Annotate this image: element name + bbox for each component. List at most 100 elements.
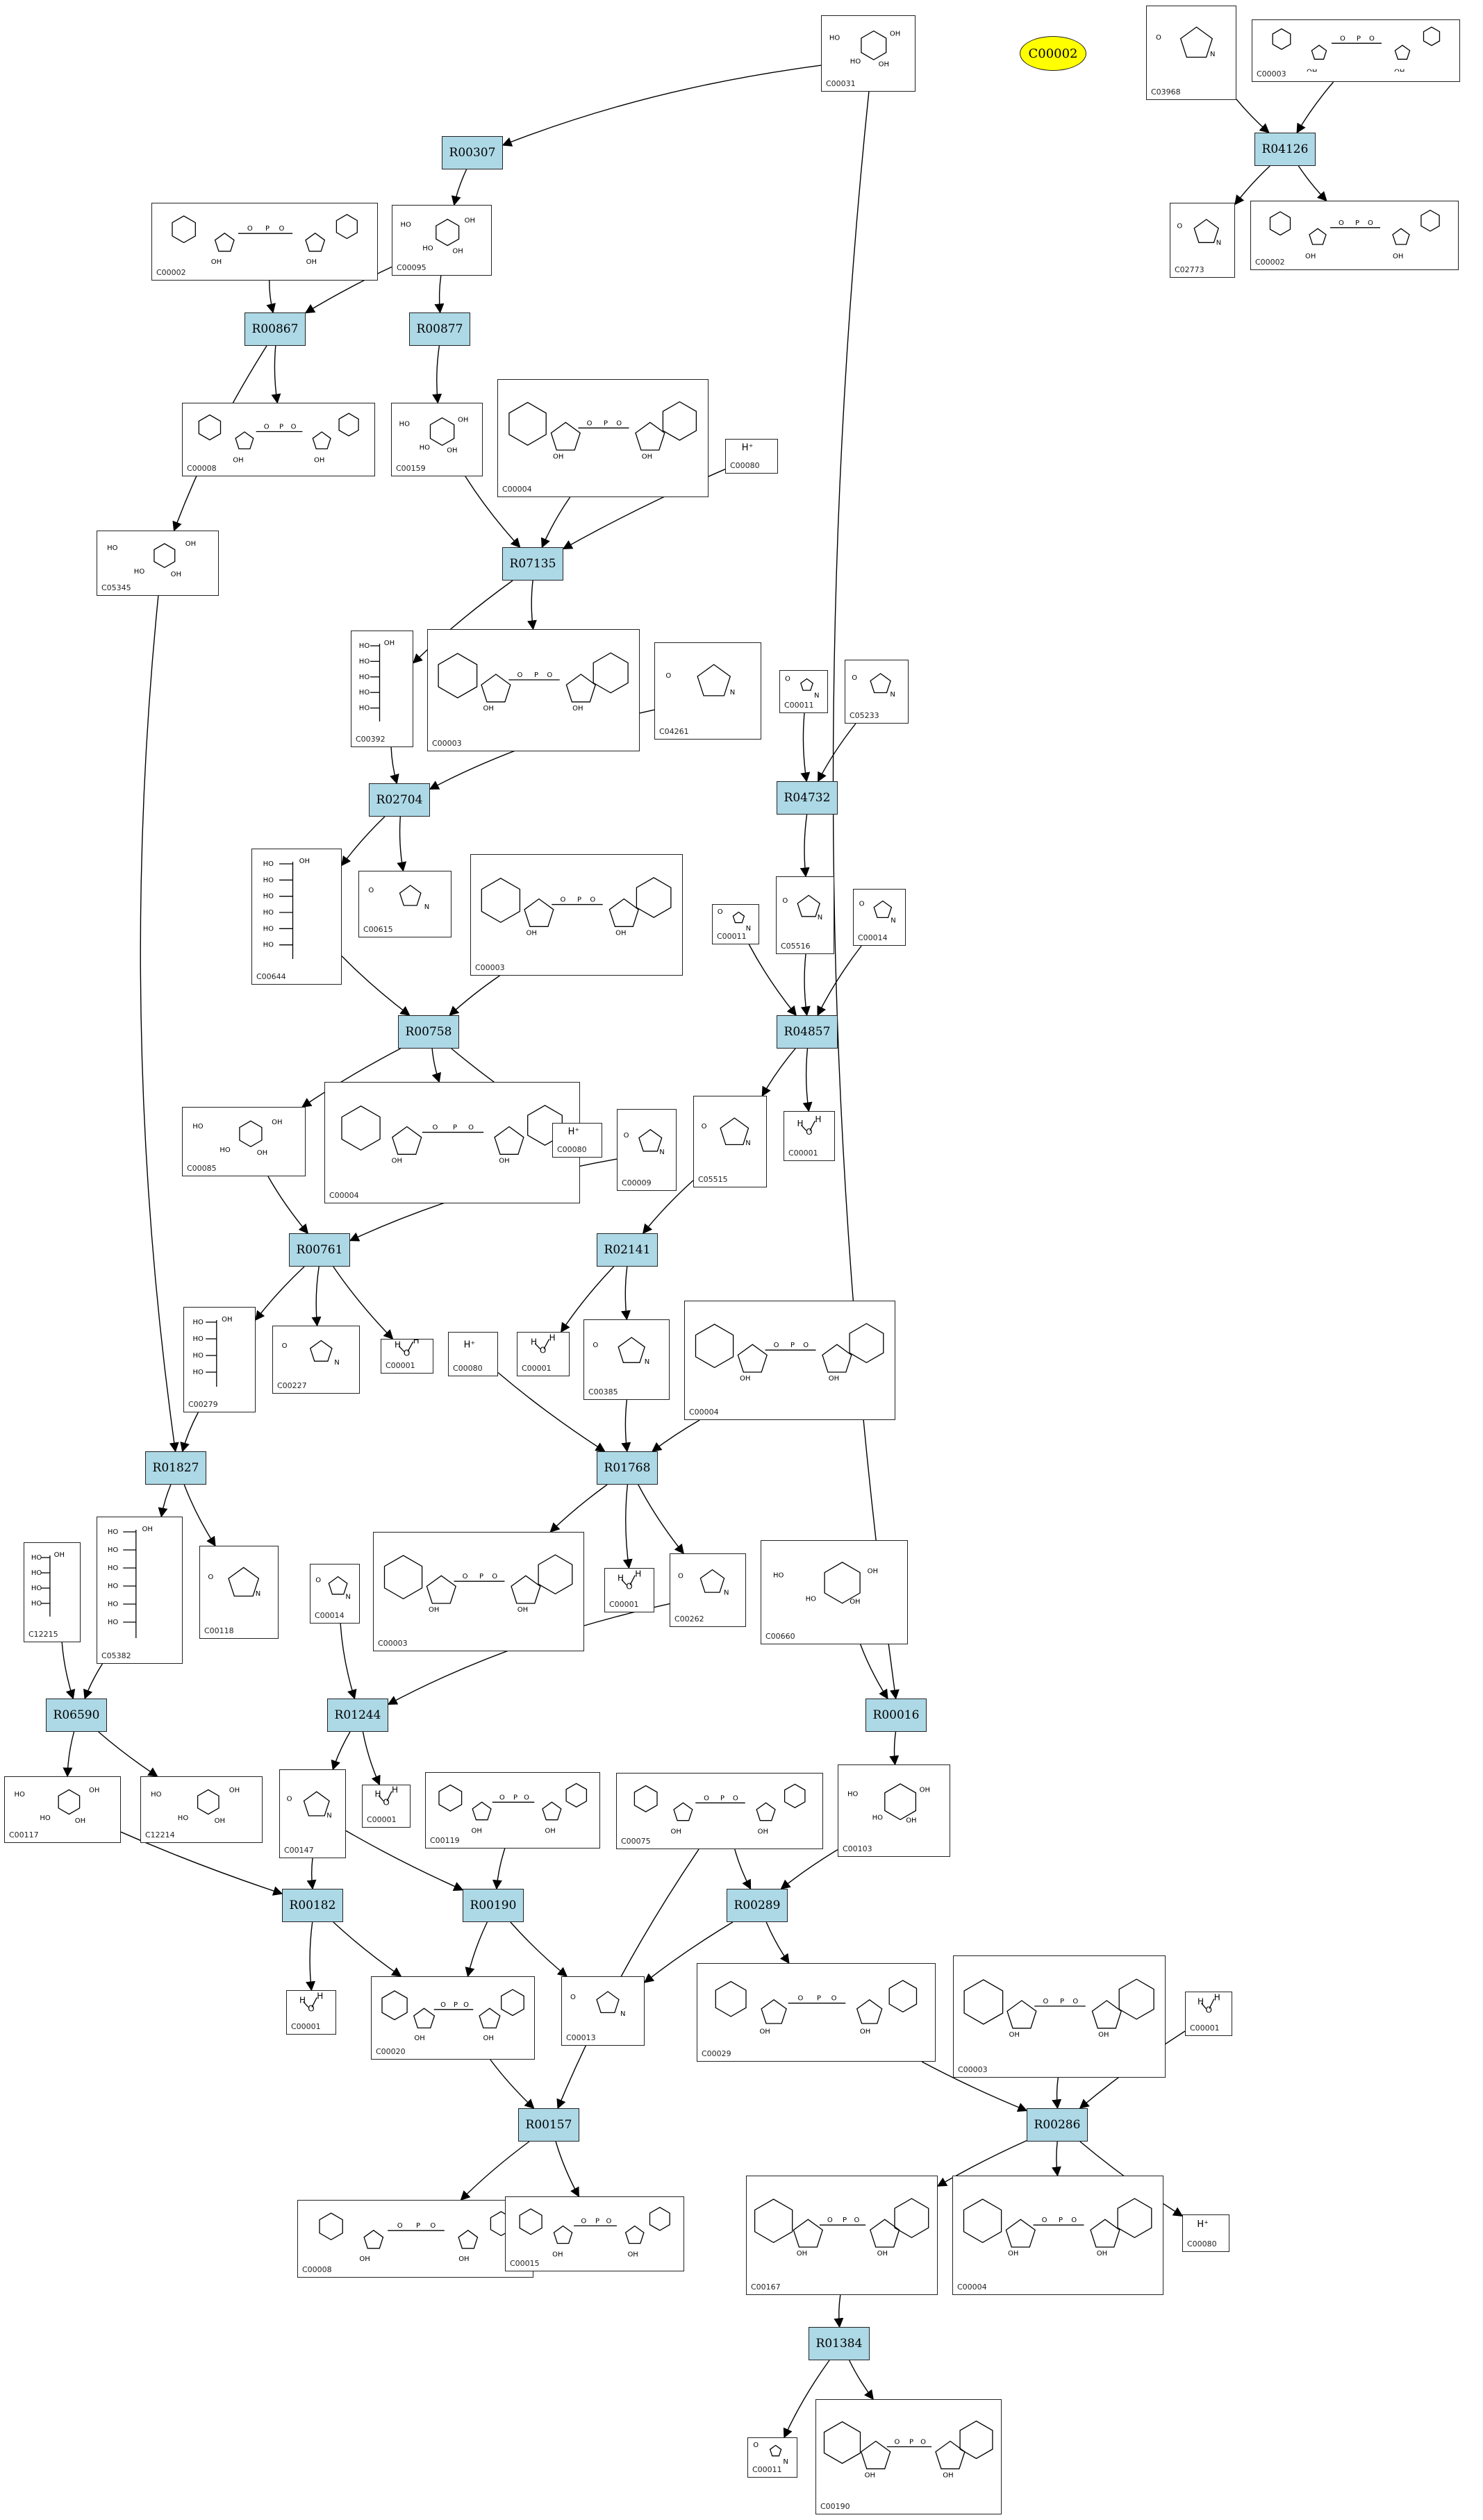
svg-text:O: O xyxy=(433,1124,438,1132)
reaction-node-r04126[interactable]: R04126 xyxy=(1254,133,1316,166)
reaction-node-r00289[interactable]: R00289 xyxy=(727,1889,788,1922)
reaction-node-r01384[interactable]: R01384 xyxy=(809,2327,870,2360)
reaction-node-r04732[interactable]: R04732 xyxy=(777,781,838,815)
reaction-node-r01244[interactable]: R01244 xyxy=(327,1699,388,1732)
reaction-node-r00157[interactable]: R00157 xyxy=(518,2108,579,2142)
reaction-node-r00877[interactable]: R00877 xyxy=(409,312,470,346)
reaction-node-r06590[interactable]: R06590 xyxy=(46,1699,107,1732)
svg-text:O: O xyxy=(368,887,374,894)
edge-27 xyxy=(301,1048,401,1108)
compound-box-c00080[interactable]: H⁺C00080 xyxy=(448,1332,498,1376)
reaction-node-r00016[interactable]: R00016 xyxy=(865,1699,927,1732)
reaction-node-r00286[interactable]: R00286 xyxy=(1027,2108,1088,2142)
reaction-node-r00761[interactable]: R00761 xyxy=(289,1233,350,1267)
svg-text:N: N xyxy=(424,903,429,911)
compound-id: C00002 xyxy=(1255,258,1285,267)
reaction-node-r07135[interactable]: R07135 xyxy=(502,547,563,581)
reaction-node-r01768[interactable]: R01768 xyxy=(597,1451,658,1485)
reaction-node-r02141[interactable]: R02141 xyxy=(597,1233,658,1267)
compound-box-c00080[interactable]: H⁺C00080 xyxy=(1182,2214,1229,2252)
reaction-node-r00867[interactable]: R00867 xyxy=(245,312,306,346)
reaction-node-r01827[interactable]: R01827 xyxy=(145,1451,206,1485)
edge-16 xyxy=(412,580,513,664)
svg-text:H: H xyxy=(815,1115,821,1124)
reaction-node-r02704[interactable]: R02704 xyxy=(369,783,430,817)
edge-72 xyxy=(780,1849,838,1889)
reaction-node-r00190[interactable]: R00190 xyxy=(463,1889,524,1922)
edge-43 xyxy=(140,595,179,1453)
reaction-node-r00758[interactable]: R00758 xyxy=(398,1015,459,1049)
compound-box-c00080[interactable]: H⁺C00080 xyxy=(725,439,778,474)
svg-text:OH: OH xyxy=(54,1551,65,1559)
reaction-node-r00182[interactable]: R00182 xyxy=(282,1889,343,1922)
svg-text:O: O xyxy=(831,1995,837,2003)
reaction-node-r04857[interactable]: R04857 xyxy=(777,1015,838,1049)
reaction-node-r00307[interactable]: R00307 xyxy=(442,136,503,169)
highlighted-compound-ellipse[interactable]: C00002 xyxy=(1020,36,1086,71)
compound-box-c00080[interactable]: H⁺C00080 xyxy=(552,1123,602,1158)
